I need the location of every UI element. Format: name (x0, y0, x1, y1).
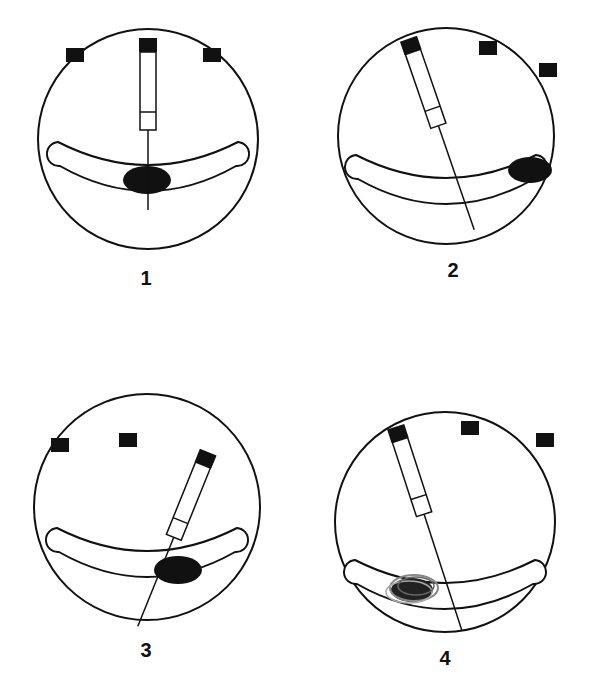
field-circle (34, 394, 260, 620)
marker-square (461, 421, 479, 435)
field-circle (38, 29, 258, 249)
marker-square (203, 48, 221, 62)
panel-number: 2 (447, 260, 458, 280)
panel-number: 1 (140, 268, 151, 288)
panel-number: 3 (140, 640, 151, 660)
target-spot (508, 157, 552, 183)
field-circle (335, 412, 555, 632)
marker-square (539, 63, 557, 77)
field-circle (338, 28, 554, 244)
marker-square (66, 48, 84, 62)
bean-band (344, 560, 546, 609)
target-spot (123, 166, 171, 194)
panel-number: 4 (439, 648, 450, 668)
syringe (129, 449, 216, 630)
syringe (400, 36, 483, 233)
marker-square (536, 433, 554, 447)
marker-square (479, 41, 497, 55)
bean-band (46, 528, 248, 577)
syringe (387, 424, 470, 633)
target-spot (386, 575, 438, 603)
marker-square (51, 438, 69, 452)
syringe (139, 38, 157, 210)
marker-square (119, 433, 137, 447)
